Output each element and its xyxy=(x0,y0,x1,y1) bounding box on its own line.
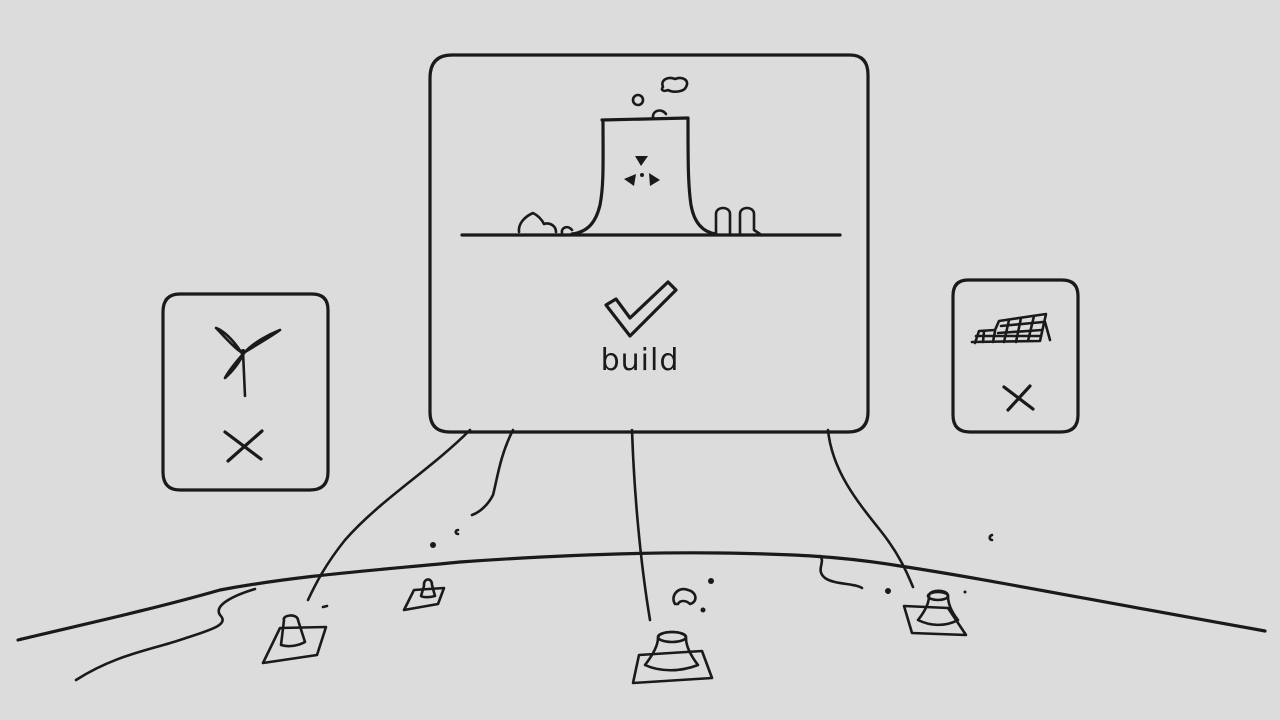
radiation-icon xyxy=(624,156,660,186)
build-label: build xyxy=(600,343,680,378)
wind-turbine-icon xyxy=(214,326,282,398)
cooling-tower-site xyxy=(902,589,968,637)
wind-turbine-card xyxy=(161,292,330,492)
x-mark-icon xyxy=(1002,384,1035,412)
x-mark-icon xyxy=(223,429,264,463)
ground xyxy=(16,551,1267,685)
nuclear-plant-icon xyxy=(460,76,842,237)
connector-lines xyxy=(306,428,994,622)
cooling-tower-site xyxy=(631,587,714,685)
main-card xyxy=(428,53,870,434)
solar-panel-card xyxy=(951,278,1080,434)
cooling-tower-site xyxy=(402,578,446,612)
checkmark-icon xyxy=(604,280,678,338)
cooling-tower-site xyxy=(261,614,328,665)
solar-panel-icon xyxy=(970,312,1052,345)
